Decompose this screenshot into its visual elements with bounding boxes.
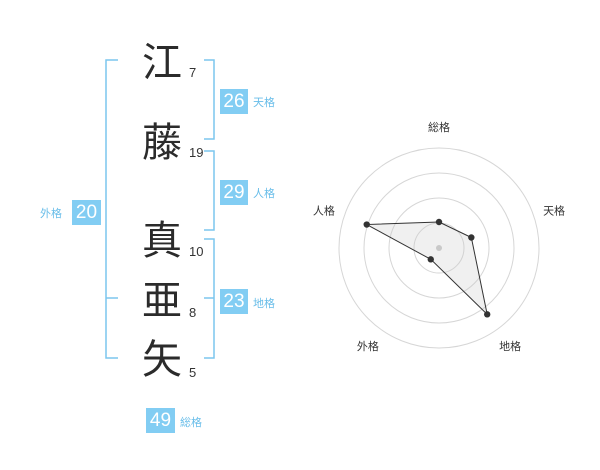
chikaku-value-badge: 23 <box>220 289 248 314</box>
stroke-count-3: 10 <box>189 244 204 259</box>
radar-axis-label-3: 地格 <box>499 339 521 353</box>
soukaku-value-badge: 49 <box>146 408 175 433</box>
radar-axis-label-5: 人格 <box>313 204 335 218</box>
radar-ring-2 <box>388 197 490 299</box>
name-char-5: 矢 <box>142 337 182 383</box>
radar-point-1 <box>435 218 443 226</box>
gaikaku-label: 外格 <box>40 207 62 220</box>
tenkaku-value-badge: 26 <box>220 89 248 114</box>
name-char-3: 真 <box>142 218 182 264</box>
name-char-1: 江 <box>142 40 182 86</box>
radar-point-5 <box>363 221 370 228</box>
radar-series-polygon <box>364 221 489 316</box>
name-char-4: 亜 <box>142 278 182 324</box>
radar-axis-label-1: 総格 <box>428 120 450 134</box>
radar-point-3 <box>483 311 491 318</box>
gaikaku-bracket <box>105 59 118 359</box>
soukaku-label: 総格 <box>180 416 202 429</box>
radar-ring-4 <box>338 147 540 349</box>
stroke-count-5: 5 <box>189 365 197 380</box>
radar-center-dot <box>436 245 442 251</box>
jinkaku-value-badge: 29 <box>220 180 248 205</box>
stroke-count-2: 19 <box>189 145 204 160</box>
jinkaku-label: 人格 <box>253 187 275 200</box>
name-char-2: 藤 <box>142 120 182 166</box>
radar-ring-3 <box>363 172 515 324</box>
radar-point-2 <box>468 234 475 241</box>
tenkaku-bracket <box>204 59 215 140</box>
chikaku-label: 地格 <box>253 297 275 310</box>
gaikaku-value-badge: 20 <box>72 200 101 225</box>
radar-axis-label-4: 外格 <box>357 339 379 353</box>
stroke-count-4: 8 <box>189 305 197 320</box>
tenkaku-label: 天格 <box>253 96 275 109</box>
radar-point-4 <box>427 256 434 263</box>
jinkaku-bracket <box>204 150 215 231</box>
stroke-count-1: 7 <box>189 65 197 80</box>
radar-axis-label-2: 天格 <box>543 204 565 218</box>
